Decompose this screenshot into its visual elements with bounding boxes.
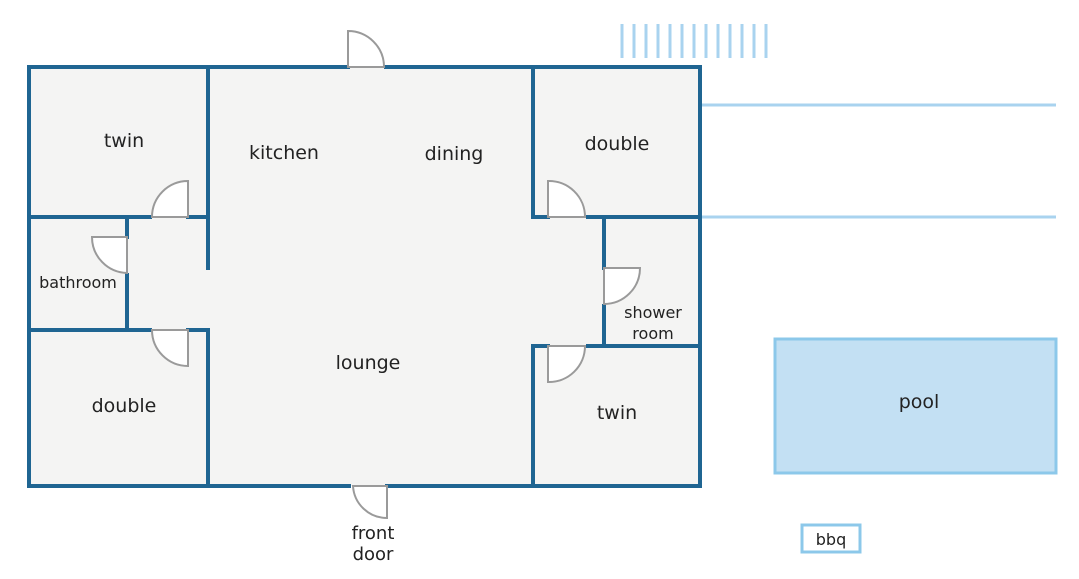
fence-posts xyxy=(620,24,768,58)
double-bottom-door xyxy=(150,329,189,368)
double-top-door xyxy=(547,179,587,218)
walls xyxy=(27,65,702,488)
front-door-label-line2: door xyxy=(353,544,394,565)
room-label-bathroom: bathroom xyxy=(39,273,117,292)
room-label-double-top: double xyxy=(585,133,650,155)
bbq-label: bbq xyxy=(816,530,846,549)
room-label-twin-top: twin xyxy=(104,130,144,152)
room-label-double-bottom: double xyxy=(92,395,157,417)
shower-door xyxy=(603,267,642,306)
room-label-dining: dining xyxy=(425,143,484,165)
front-door-label-line1: front xyxy=(352,523,395,544)
room-label-lounge: lounge xyxy=(336,352,401,374)
front-door xyxy=(351,485,388,520)
room-label-shower-line2: room xyxy=(632,324,673,343)
twin-bottom-door xyxy=(547,345,587,384)
room-label-kitchen: kitchen xyxy=(249,142,319,164)
bbq xyxy=(800,523,862,554)
back-door xyxy=(347,29,386,68)
twin-top-door xyxy=(150,179,189,218)
pool-label: pool xyxy=(899,391,940,413)
house-floor xyxy=(29,67,700,486)
doors xyxy=(90,29,642,520)
room-label-shower-line1: shower xyxy=(624,303,682,322)
room-label-twin-bottom: twin xyxy=(597,402,637,424)
pool xyxy=(773,337,1058,475)
bathroom-door xyxy=(90,236,128,275)
